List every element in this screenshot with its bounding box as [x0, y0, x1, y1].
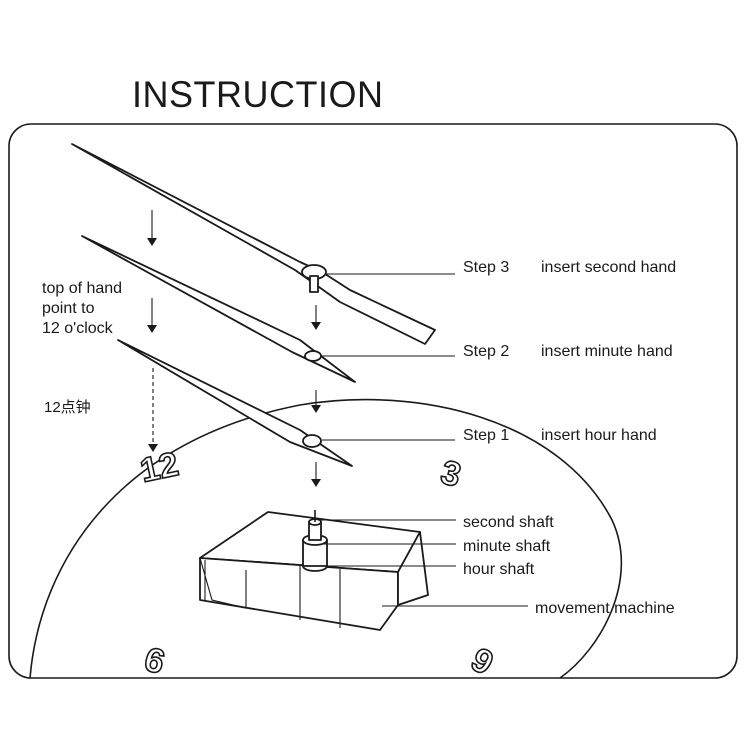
step-2-label: Step 2	[463, 343, 509, 360]
dial-numeral-12: 12	[137, 445, 182, 490]
minute-hand-hole	[304, 350, 322, 362]
clock-dial-outline	[29, 398, 623, 679]
step-3-label: Step 3	[463, 259, 509, 276]
step-2-action: insert minute hand	[541, 343, 673, 360]
dial-numeral-9: 9	[141, 639, 169, 681]
minute-hand	[81, 235, 356, 383]
alignment-arrows-center	[311, 305, 321, 487]
frame-border	[8, 123, 738, 679]
dial-numeral-6: 6	[465, 639, 500, 681]
hint-line-3: 12 o'clock	[42, 320, 114, 337]
movement-machine	[199, 510, 429, 631]
hint-line-2: point to	[42, 300, 95, 317]
alignment-arrows-left	[147, 210, 158, 452]
hint-line-1: top of hand	[42, 280, 122, 297]
hint-chinese: 12点钟	[44, 399, 91, 416]
label-hour-shaft: hour shaft	[463, 561, 535, 578]
step-1-action: insert hour hand	[541, 427, 657, 444]
hour-hand	[117, 339, 353, 467]
label-second-shaft: second shaft	[463, 514, 554, 531]
label-minute-shaft: minute shaft	[463, 538, 551, 555]
step-1-label: Step 1	[463, 427, 509, 444]
step-3-action: insert second hand	[541, 259, 676, 276]
title: INSTRUCTION	[132, 74, 383, 115]
label-movement-machine: movement machine	[535, 600, 675, 617]
dial-numeral-3: 3	[437, 453, 465, 495]
second-hand	[71, 143, 436, 345]
second-hand-pin	[309, 275, 319, 293]
hour-hand-hole	[302, 434, 322, 448]
